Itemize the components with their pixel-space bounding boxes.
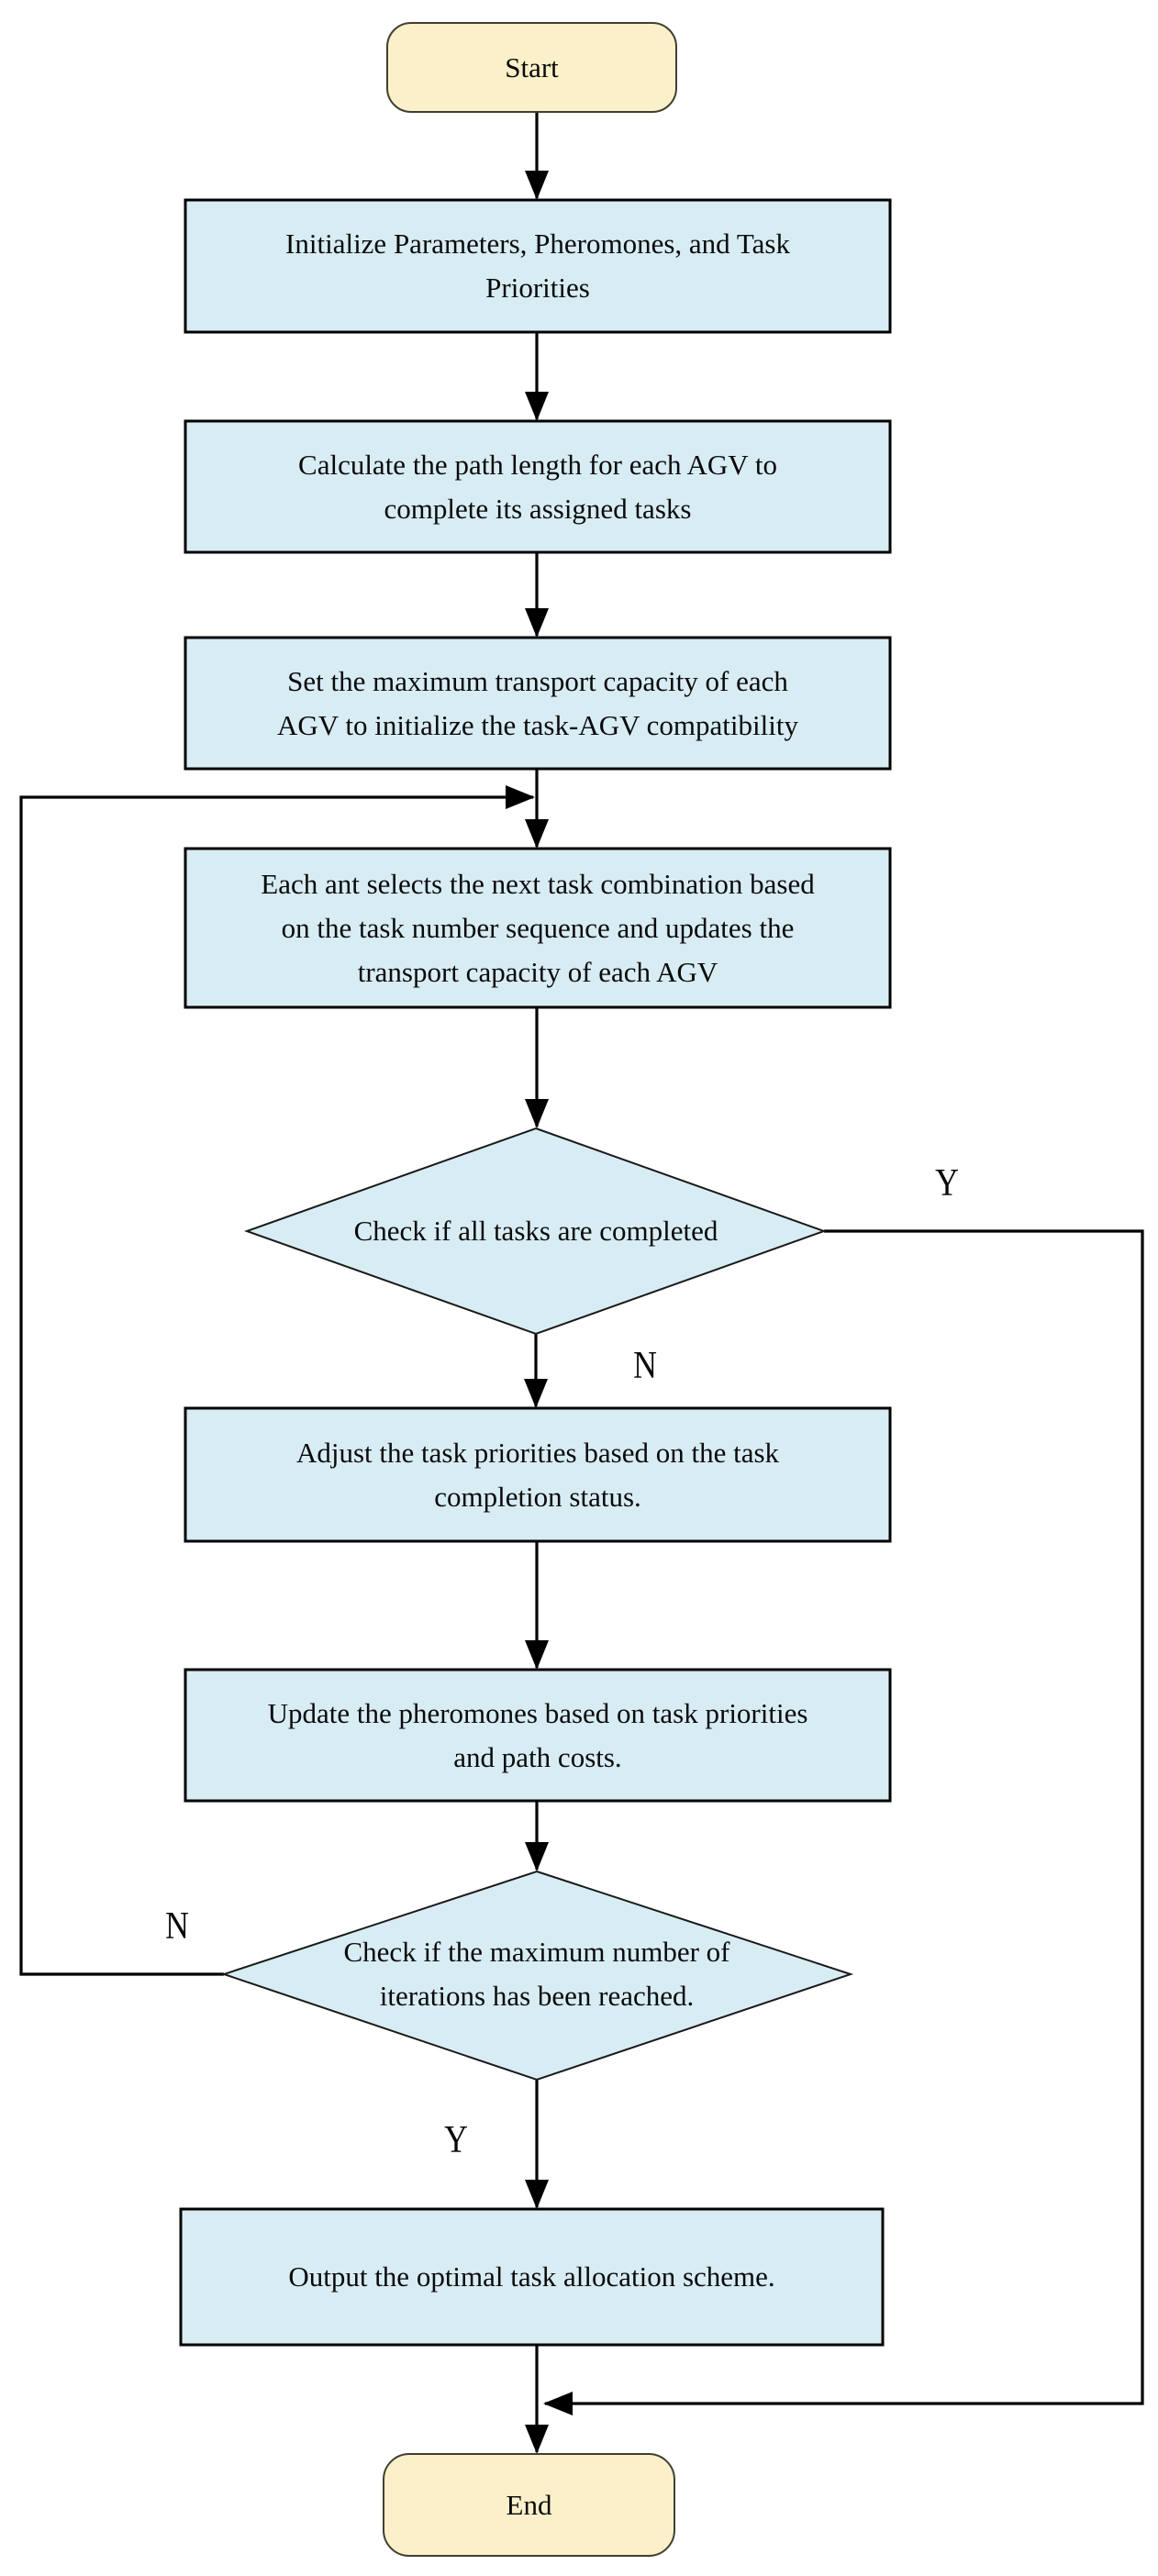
- edge-label-tasks-no: N: [633, 1345, 657, 1387]
- process-initialize-shape: [184, 198, 892, 334]
- process-antselect-line2: on the task number sequence and updates …: [281, 911, 795, 944]
- process-initialize-label: Initialize Parameters, Pheromones, and T…: [213, 200, 863, 332]
- process-calculate-shape: [184, 419, 892, 554]
- decision-checkiterations-line2: iterations has been reached.: [379, 1980, 695, 2012]
- process-output-label: Output the optimal task allocation schem…: [185, 2209, 878, 2345]
- process-update-label: Update the pheromones based on task prio…: [213, 1670, 863, 1801]
- end-terminator-shape: [383, 2453, 675, 2557]
- decision-checkiterations-label: Check if the maximum number of iteration…: [317, 1924, 757, 2025]
- process-calculate-line2: complete its assigned tasks: [384, 492, 692, 525]
- process-calculate-line1: Calculate the path length for each AGV t…: [298, 448, 777, 481]
- decision-checktasks-shape: [244, 1127, 827, 1336]
- decision-checkiterations-shape: [220, 1870, 854, 2082]
- process-initialize-line1: Initialize Parameters, Pheromones, and T…: [285, 228, 790, 260]
- process-output-shape: [179, 2207, 885, 2347]
- start-node-text: Start: [505, 50, 559, 83]
- process-update-shape: [184, 1668, 892, 1803]
- process-setcapacity-label: Set the maximum transport capacity of ea…: [213, 638, 863, 769]
- edge-label-tasks-yes: Y: [935, 1162, 959, 1205]
- process-antselect-shape: [184, 847, 892, 1009]
- end-node-label: End: [384, 2454, 674, 2556]
- connector-checkiterations-no-loop: [19, 785, 535, 1976]
- start-terminator-shape: [386, 22, 677, 113]
- process-adjust-line1: Adjust the task priorities based on the …: [295, 1436, 780, 1469]
- edge-label-iterations-no: N: [165, 1905, 189, 1948]
- process-antselect-line1: Each ant selects the next task combinati…: [261, 867, 815, 900]
- process-adjust-line2: completion status.: [434, 1480, 641, 1513]
- process-antselect-line3: transport capacity of each AGV: [357, 955, 718, 988]
- process-setcapacity-shape: [184, 636, 892, 771]
- connector-checktasks-yes-bypass: [543, 1229, 1144, 2415]
- process-setcapacity-line1: Set the maximum transport capacity of ea…: [287, 664, 788, 697]
- process-antselect-label: Each ant selects the next task combinati…: [213, 849, 863, 1007]
- decision-checkiterations-line1: Check if the maximum number of: [343, 1936, 730, 1968]
- process-update-line2: and path costs.: [453, 1740, 622, 1773]
- process-adjust-label: Adjust the task priorities based on the …: [213, 1408, 863, 1541]
- process-adjust-shape: [184, 1406, 892, 1543]
- start-node-label: Start: [387, 23, 676, 112]
- process-update-line1: Update the pheromones based on task prio…: [267, 1696, 808, 1729]
- decision-checktasks-line1: Check if all tasks are completed: [353, 1215, 718, 1247]
- process-setcapacity-line2: AGV to initialize the task-AGV compatibi…: [277, 708, 798, 741]
- decision-checktasks-label: Check if all tasks are completed: [279, 1194, 793, 1268]
- edge-label-iterations-yes: Y: [444, 2119, 468, 2161]
- end-node-text: End: [506, 2488, 552, 2521]
- process-output-line1: Output the optimal task allocation schem…: [288, 2260, 775, 2293]
- process-calculate-label: Calculate the path length for each AGV t…: [213, 421, 863, 552]
- connector-group: [19, 112, 1144, 2454]
- process-initialize-line2: Priorities: [485, 272, 590, 304]
